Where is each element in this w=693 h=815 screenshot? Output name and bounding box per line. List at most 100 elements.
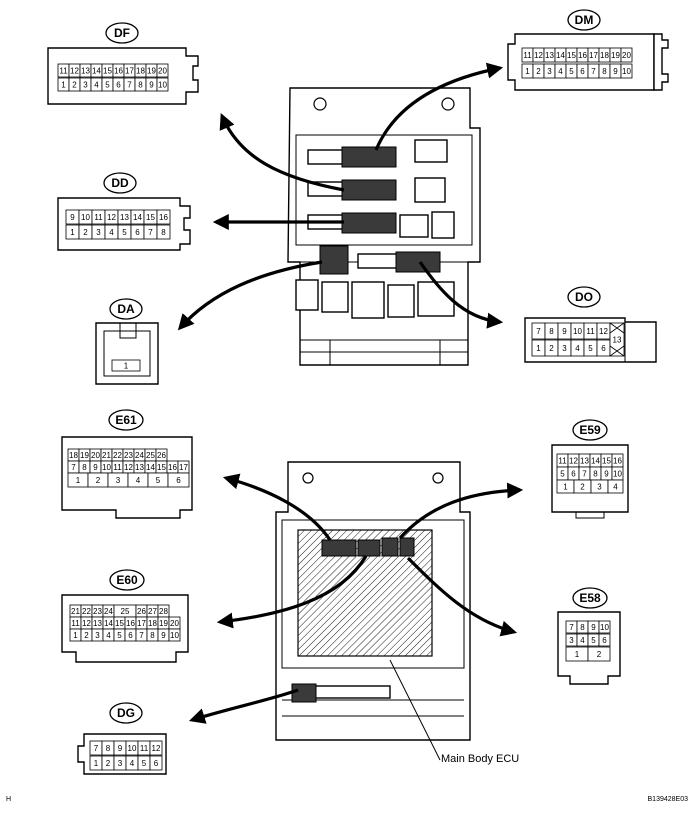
pin-number: 6 bbox=[601, 344, 606, 353]
drawing-code: B139428E03 bbox=[648, 796, 689, 803]
pin-number: 3 bbox=[597, 483, 602, 492]
pin-number: 14 bbox=[133, 213, 142, 222]
pin-number: 4 bbox=[109, 228, 114, 237]
pin-number: 1 bbox=[575, 650, 580, 659]
pin-number: 17 bbox=[137, 619, 146, 628]
pin-number: 15 bbox=[146, 213, 155, 222]
pin-number: 7 bbox=[582, 470, 587, 479]
connector-tag: DD bbox=[111, 176, 129, 190]
pin-number: 2 bbox=[549, 344, 554, 353]
pin-number: 5 bbox=[122, 228, 127, 237]
pin-number: 6 bbox=[580, 67, 585, 76]
pin-number: 8 bbox=[150, 631, 155, 640]
pin-number: 10 bbox=[158, 81, 167, 90]
pin-number: 7 bbox=[139, 631, 144, 640]
corner-left-label: H bbox=[6, 796, 11, 803]
pin-number: 8 bbox=[82, 463, 87, 472]
pin-number: 14 bbox=[104, 619, 113, 628]
pin-cell bbox=[156, 224, 171, 240]
pin-number: 12 bbox=[107, 213, 116, 222]
pin-number: 9 bbox=[562, 327, 567, 336]
pin-number: 12 bbox=[124, 463, 133, 472]
pin-number: 2 bbox=[84, 631, 89, 640]
pin-number: 8 bbox=[580, 623, 585, 632]
pin-number: 24 bbox=[104, 607, 113, 616]
pin-number: 20 bbox=[622, 51, 631, 60]
pin-cell bbox=[598, 620, 611, 634]
pin-number: 10 bbox=[170, 631, 179, 640]
pin-cell bbox=[156, 63, 169, 78]
pin-number: 7 bbox=[127, 81, 132, 90]
pin-number: 10 bbox=[128, 744, 137, 753]
pin-number: 15 bbox=[157, 463, 166, 472]
pin-number: 9 bbox=[118, 744, 123, 753]
pin-number: 2 bbox=[106, 759, 111, 768]
pin-number: 1 bbox=[525, 67, 530, 76]
pin-number: 16 bbox=[168, 463, 177, 472]
pin-number: 17 bbox=[589, 51, 598, 60]
pin-number: 4 bbox=[580, 636, 585, 645]
pin-number: 4 bbox=[136, 476, 141, 485]
pin-cell bbox=[607, 479, 624, 494]
pin-number: 9 bbox=[70, 213, 75, 222]
pin-number: 22 bbox=[82, 607, 91, 616]
pin-number: 10 bbox=[622, 67, 631, 76]
pin-number: 7 bbox=[536, 327, 541, 336]
pin-number: 4 bbox=[106, 631, 111, 640]
pin-number: 19 bbox=[80, 451, 89, 460]
pin-number: 2 bbox=[96, 476, 101, 485]
connector-tag: E58 bbox=[579, 591, 601, 605]
pin-number: 12 bbox=[82, 619, 91, 628]
pin-number: 8 bbox=[593, 470, 598, 479]
pin-number: 18 bbox=[136, 67, 145, 76]
connector-tag: DM bbox=[575, 13, 594, 27]
pin-number: 11 bbox=[71, 619, 80, 628]
connector-tag: E61 bbox=[115, 413, 137, 427]
pin-number: 4 bbox=[94, 81, 99, 90]
connector-tag: DA bbox=[117, 302, 135, 316]
pin-number: 4 bbox=[558, 67, 563, 76]
pin-number: 11 bbox=[140, 744, 149, 753]
pin-number: 2 bbox=[597, 650, 602, 659]
pin-number: 7 bbox=[94, 744, 99, 753]
pin-number: 11 bbox=[94, 213, 103, 222]
pin-number: 9 bbox=[93, 463, 98, 472]
pin-cell bbox=[598, 633, 611, 647]
pin-number: 5 bbox=[588, 344, 593, 353]
pin-number: 1 bbox=[124, 362, 129, 371]
pin-number: 20 bbox=[170, 619, 179, 628]
pin-number: 11 bbox=[523, 51, 532, 60]
pin-cell bbox=[156, 209, 171, 225]
pin-number: 22 bbox=[113, 451, 122, 460]
pin-number: 12 bbox=[70, 67, 79, 76]
pin-cell bbox=[149, 755, 163, 771]
pin-number: 12 bbox=[152, 744, 161, 753]
pin-number: 13 bbox=[135, 463, 144, 472]
pin-number: 4 bbox=[575, 344, 580, 353]
pin-number: 13 bbox=[81, 67, 90, 76]
pin-number: 1 bbox=[536, 344, 541, 353]
pin-cell bbox=[587, 646, 611, 662]
pin-number: 1 bbox=[61, 81, 66, 90]
pin-number: 6 bbox=[602, 636, 607, 645]
pin-number: 15 bbox=[567, 51, 576, 60]
pin-number: 9 bbox=[161, 631, 166, 640]
pin-number: 2 bbox=[83, 228, 88, 237]
pin-cell bbox=[620, 63, 633, 79]
pin-number: 6 bbox=[128, 631, 133, 640]
pin-number: 14 bbox=[146, 463, 155, 472]
pin-number: 24 bbox=[135, 451, 144, 460]
pin-number: 9 bbox=[613, 67, 618, 76]
pin-number: 14 bbox=[92, 67, 101, 76]
pin-cell bbox=[167, 472, 190, 488]
pin-number: 18 bbox=[148, 619, 157, 628]
pin-number: 3 bbox=[96, 228, 101, 237]
pin-number: 1 bbox=[73, 631, 78, 640]
junction-block-top bbox=[287, 87, 481, 366]
pin-number: 1 bbox=[563, 483, 568, 492]
